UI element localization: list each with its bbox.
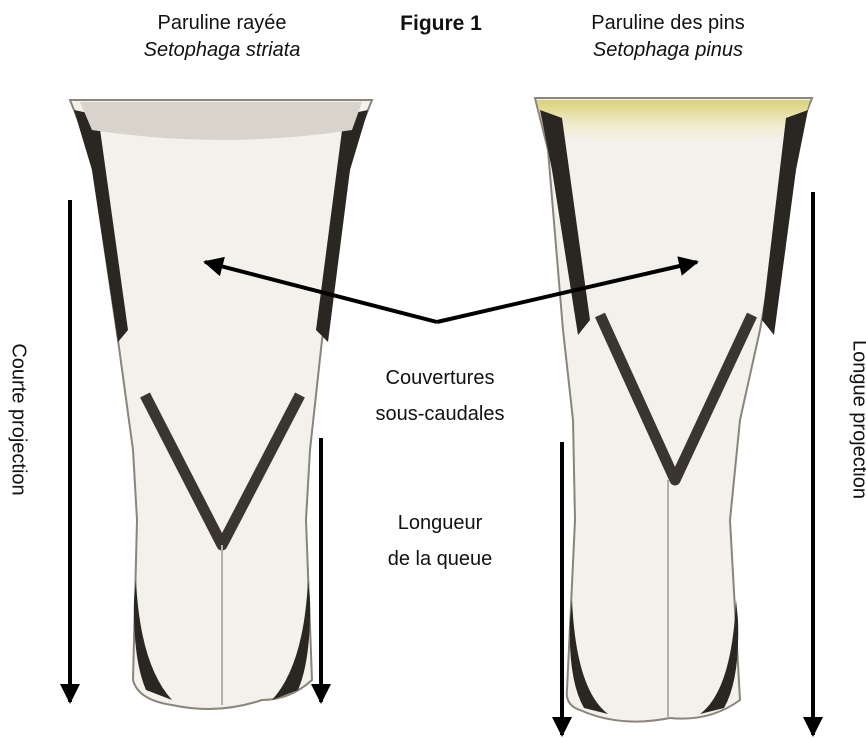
coverts-label: Couvertures sous-caudales — [376, 360, 505, 432]
right-species-label: Paruline des pins Setophaga pinus — [591, 10, 744, 64]
right-yellow-base — [537, 100, 810, 143]
right-common-name: Paruline des pins — [591, 10, 744, 37]
coverts-label-line2: sous-caudales — [376, 396, 505, 432]
short-projection-label: Courte projection — [7, 340, 30, 500]
tail-length-label: Longueur de la queue — [388, 505, 493, 577]
left-common-name: Paruline rayée — [144, 10, 301, 37]
tail-length-label-line1: Longueur — [388, 505, 493, 541]
left-tail-illustration — [70, 100, 372, 709]
tail-length-label-line2: de la queue — [388, 541, 493, 577]
right-tail-feathers — [535, 98, 812, 722]
right-tail-illustration — [535, 98, 812, 722]
left-species-label: Paruline rayée Setophaga striata — [144, 10, 301, 64]
right-latin-name: Setophaga pinus — [591, 37, 744, 64]
long-projection-label: Longue projection — [848, 335, 866, 505]
left-latin-name: Setophaga striata — [144, 37, 301, 64]
coverts-label-line1: Couvertures — [376, 360, 505, 396]
figure-title: Figure 1 — [400, 10, 482, 37]
